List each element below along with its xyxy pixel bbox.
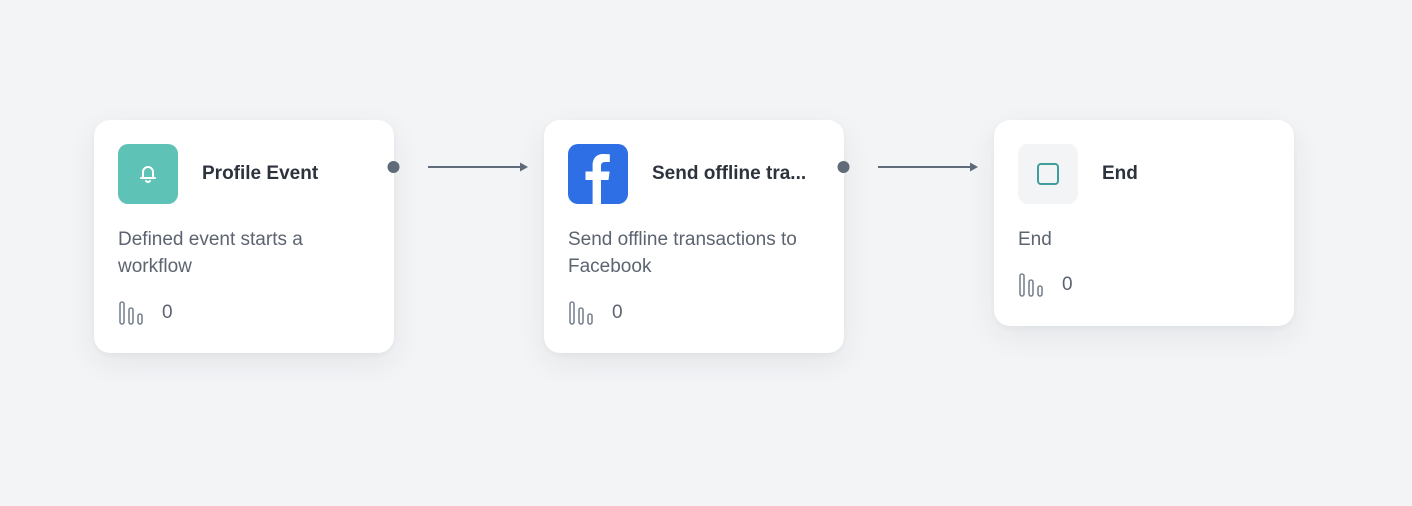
node-header: Profile Event xyxy=(118,144,370,204)
connector-handle[interactable] xyxy=(837,161,850,173)
stats-count: 0 xyxy=(1062,274,1073,295)
workflow-node-send-offline-transactions[interactable]: Send offline tra... Send offline transac… xyxy=(544,120,844,353)
connector-handle[interactable] xyxy=(387,161,400,173)
node-stats: 0 xyxy=(118,300,370,326)
node-title: Profile Event xyxy=(202,163,319,184)
node-title: End xyxy=(1102,163,1138,184)
node-description: Defined event starts a workflow xyxy=(118,229,303,277)
node-header: End xyxy=(1018,144,1270,204)
stats-count: 0 xyxy=(162,302,173,323)
connector-arrow xyxy=(387,161,528,173)
node-header: Send offline tra... xyxy=(568,144,820,204)
bell-icon xyxy=(118,144,178,204)
workflow-node-end[interactable]: End End 0 xyxy=(994,120,1294,326)
node-stats: 0 xyxy=(568,300,820,326)
node-title: Send offline tra... xyxy=(652,163,807,184)
node-stats: 0 xyxy=(1018,272,1270,298)
bar-chart-icon xyxy=(118,300,146,326)
node-description: Send offline transactions to Facebook xyxy=(568,229,797,277)
bar-chart-icon xyxy=(1018,272,1046,298)
stop-square-icon xyxy=(1018,144,1078,204)
workflow-node-profile-event[interactable]: Profile Event Defined event starts a wor… xyxy=(94,120,394,353)
connector-arrow xyxy=(837,161,978,173)
bar-chart-icon xyxy=(568,300,596,326)
node-description: End xyxy=(1018,229,1052,250)
stats-count: 0 xyxy=(612,302,623,323)
facebook-icon xyxy=(568,144,628,204)
